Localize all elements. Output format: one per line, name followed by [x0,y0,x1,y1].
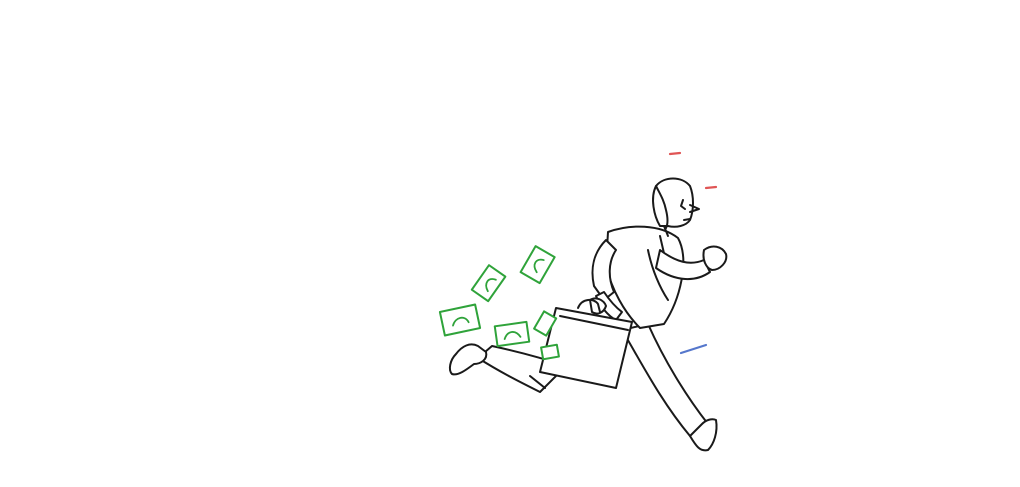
front-arm [655,245,728,280]
mouth [683,218,691,221]
front-fist [702,245,728,271]
front-leg [621,323,718,452]
bill-6 [540,343,560,361]
eye [680,199,686,210]
bill-5 [533,310,558,337]
hair [655,185,669,229]
back-shoe [448,343,488,376]
neck [663,225,669,237]
speed-dash-red-top [668,151,682,156]
bill-2 [470,264,507,303]
speed-lines [668,151,718,355]
back-arm [589,239,623,321]
nose [689,204,700,213]
speed-dash-blue [679,343,708,355]
front-shoe [689,418,718,452]
speed-dash-red [704,185,718,190]
bill-4 [493,320,531,348]
bill-1 [438,303,482,337]
flying-money [438,245,560,361]
head [652,177,700,237]
bill-3 [519,245,556,285]
